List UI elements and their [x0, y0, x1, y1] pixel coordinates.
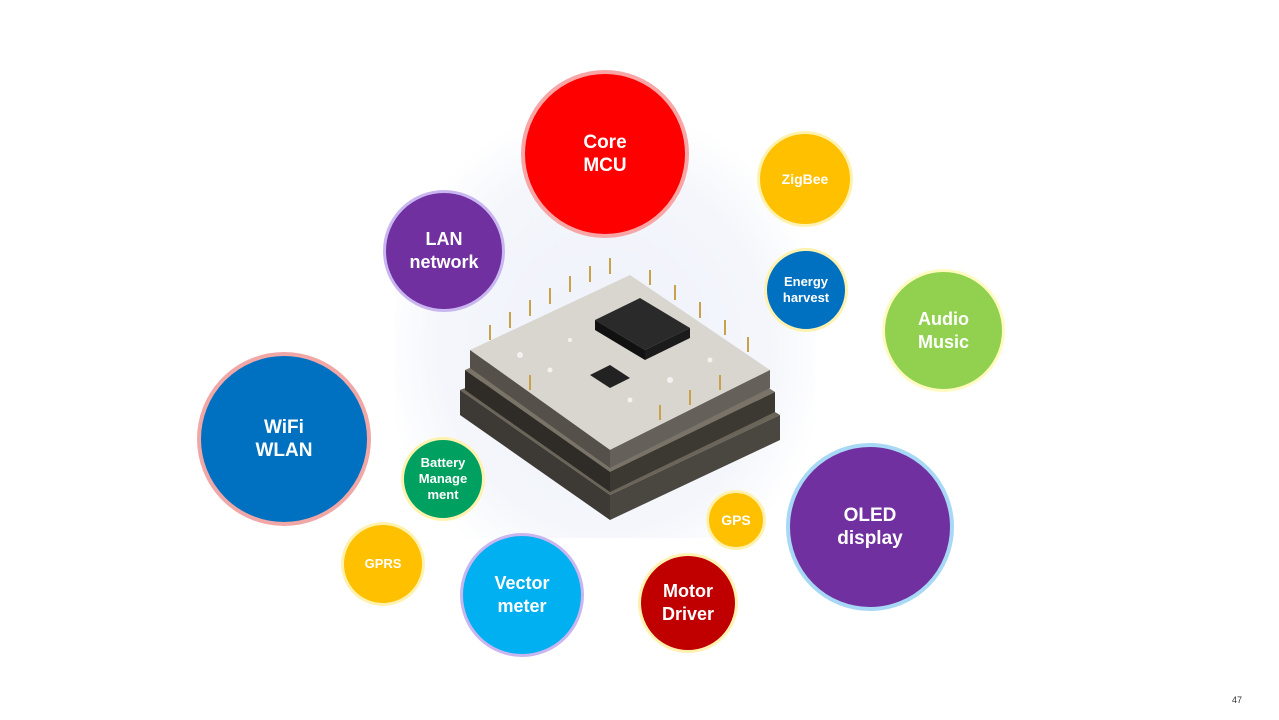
audio-music-bubble[interactable]: Audio Music [882, 269, 1005, 392]
gps-label: GPS [721, 512, 751, 528]
motor-driver-label: Motor Driver [661, 581, 715, 624]
page-number: 47 [1231, 695, 1242, 705]
battery-management-bubble[interactable]: Battery Manage ment [401, 437, 485, 521]
energy-harvest-label: Energy harvest [782, 274, 830, 305]
core-mcu-label: Core MCU [583, 132, 627, 176]
wifi-wlan-bubble[interactable]: WiFi WLAN [197, 352, 371, 526]
wifi-wlan-label: WiFi WLAN [255, 417, 313, 461]
audio-music-label: Audio Music [917, 308, 969, 352]
lan-network-label: LAN network [409, 229, 479, 272]
lan-network-bubble[interactable]: LAN network [383, 190, 505, 312]
vector-meter-bubble[interactable]: Vector meter [460, 533, 584, 657]
oled-display-label: OLED display [837, 505, 903, 549]
energy-harvest-bubble[interactable]: Energy harvest [764, 248, 848, 332]
gprs-label: GPRS [364, 556, 402, 571]
battery-management-label: Battery Manage ment [418, 455, 468, 502]
circuit-board-image [460, 258, 780, 520]
gps-bubble[interactable]: GPS [706, 490, 766, 550]
gprs-bubble[interactable]: GPRS [341, 522, 425, 606]
vector-meter-label: Vector meter [494, 573, 550, 616]
motor-driver-bubble[interactable]: Motor Driver [638, 553, 738, 653]
zigbee-bubble[interactable]: ZigBee [757, 131, 853, 227]
core-mcu-bubble[interactable]: Core MCU [521, 70, 689, 238]
oled-display-bubble[interactable]: OLED display [786, 443, 954, 611]
zigbee-label: ZigBee [781, 171, 829, 187]
